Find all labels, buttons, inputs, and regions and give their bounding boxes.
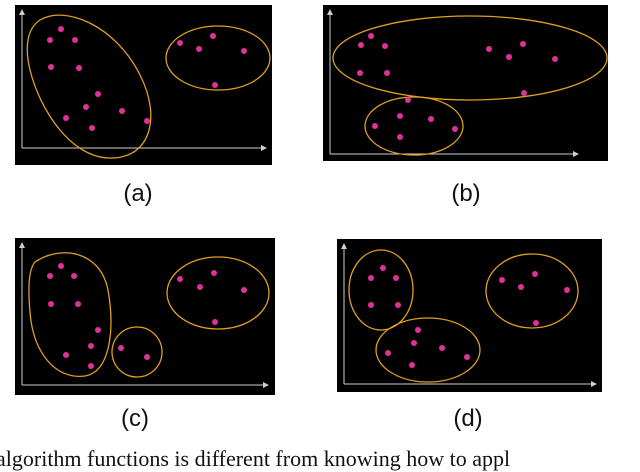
data-point [88, 363, 94, 369]
panel-d-points [368, 265, 570, 368]
panel-c [15, 238, 275, 395]
data-point [118, 345, 124, 351]
data-point [411, 340, 417, 346]
panel-c-cluster-middle [111, 326, 163, 378]
data-point [58, 26, 64, 32]
data-point [397, 113, 403, 119]
data-point [409, 362, 415, 368]
panel-a [15, 5, 272, 165]
data-point [63, 115, 69, 121]
data-point [211, 270, 217, 276]
data-point [210, 33, 216, 39]
panel-a-label: (a) [123, 180, 153, 207]
panel-d-cluster-left [348, 249, 414, 331]
data-point [464, 354, 470, 360]
panel-b-cluster-top [332, 15, 608, 101]
data-point [395, 302, 401, 308]
data-point [368, 302, 374, 308]
data-point [385, 350, 391, 356]
data-point [95, 327, 101, 333]
data-point [95, 91, 101, 97]
data-point [76, 65, 82, 71]
data-point [405, 97, 411, 103]
data-point [358, 42, 364, 48]
panel-a-background [15, 5, 272, 165]
panel-b-cluster-bottom [364, 96, 464, 156]
data-point [144, 354, 150, 360]
data-point [486, 46, 492, 52]
panel-b [323, 5, 608, 161]
data-point [564, 287, 570, 293]
data-point [212, 319, 218, 325]
panel-b-points [357, 33, 558, 140]
data-point [47, 37, 53, 43]
panel-c-cluster-left [28, 252, 112, 377]
data-point [177, 276, 183, 282]
panel-a-cluster-left [26, 14, 152, 159]
data-point [518, 284, 524, 290]
panel-a-points [47, 26, 247, 131]
data-point [72, 37, 78, 43]
panel-c-background [15, 238, 275, 395]
panel-c-label: (c) [121, 405, 149, 432]
data-point [393, 275, 399, 281]
data-point [439, 345, 445, 351]
data-point [452, 126, 458, 132]
data-point [521, 90, 527, 96]
data-point [47, 273, 53, 279]
data-point [196, 46, 202, 52]
data-point [533, 320, 539, 326]
data-point [428, 116, 434, 122]
panel-b-label: (b) [451, 180, 481, 207]
panel-d [337, 239, 602, 392]
data-point [372, 123, 378, 129]
data-point [89, 125, 95, 131]
data-point [88, 343, 94, 349]
data-point [552, 56, 558, 62]
panel-d-background [337, 239, 602, 392]
data-point [241, 287, 247, 293]
panel-c-points [47, 263, 247, 369]
data-point [506, 54, 512, 60]
panel-d-cluster-right [485, 253, 579, 329]
data-point [499, 277, 505, 283]
panel-a-cluster-right [165, 25, 271, 91]
data-point [241, 48, 247, 54]
data-point [48, 301, 54, 307]
data-point [197, 284, 203, 290]
panel-b-background [323, 5, 608, 161]
data-point [415, 327, 421, 333]
data-point [119, 108, 125, 114]
data-point [520, 41, 526, 47]
data-point [380, 265, 386, 271]
data-point [357, 70, 363, 76]
data-point [382, 43, 388, 49]
data-point [75, 301, 81, 307]
data-point [368, 33, 374, 39]
data-point [384, 70, 390, 76]
data-point [212, 82, 218, 88]
data-point [177, 40, 183, 46]
panel-d-cluster-bottom [375, 317, 481, 383]
data-point [144, 118, 150, 124]
panel-d-label: (d) [453, 405, 483, 432]
data-point [71, 273, 77, 279]
data-point [48, 64, 54, 70]
data-point [83, 104, 89, 110]
caption-text: algorithm functions is different from kn… [0, 446, 511, 471]
data-point [58, 263, 64, 269]
data-point [397, 134, 403, 140]
panel-c-cluster-right [166, 256, 270, 330]
data-point [532, 271, 538, 277]
data-point [368, 275, 374, 281]
data-point [63, 352, 69, 358]
